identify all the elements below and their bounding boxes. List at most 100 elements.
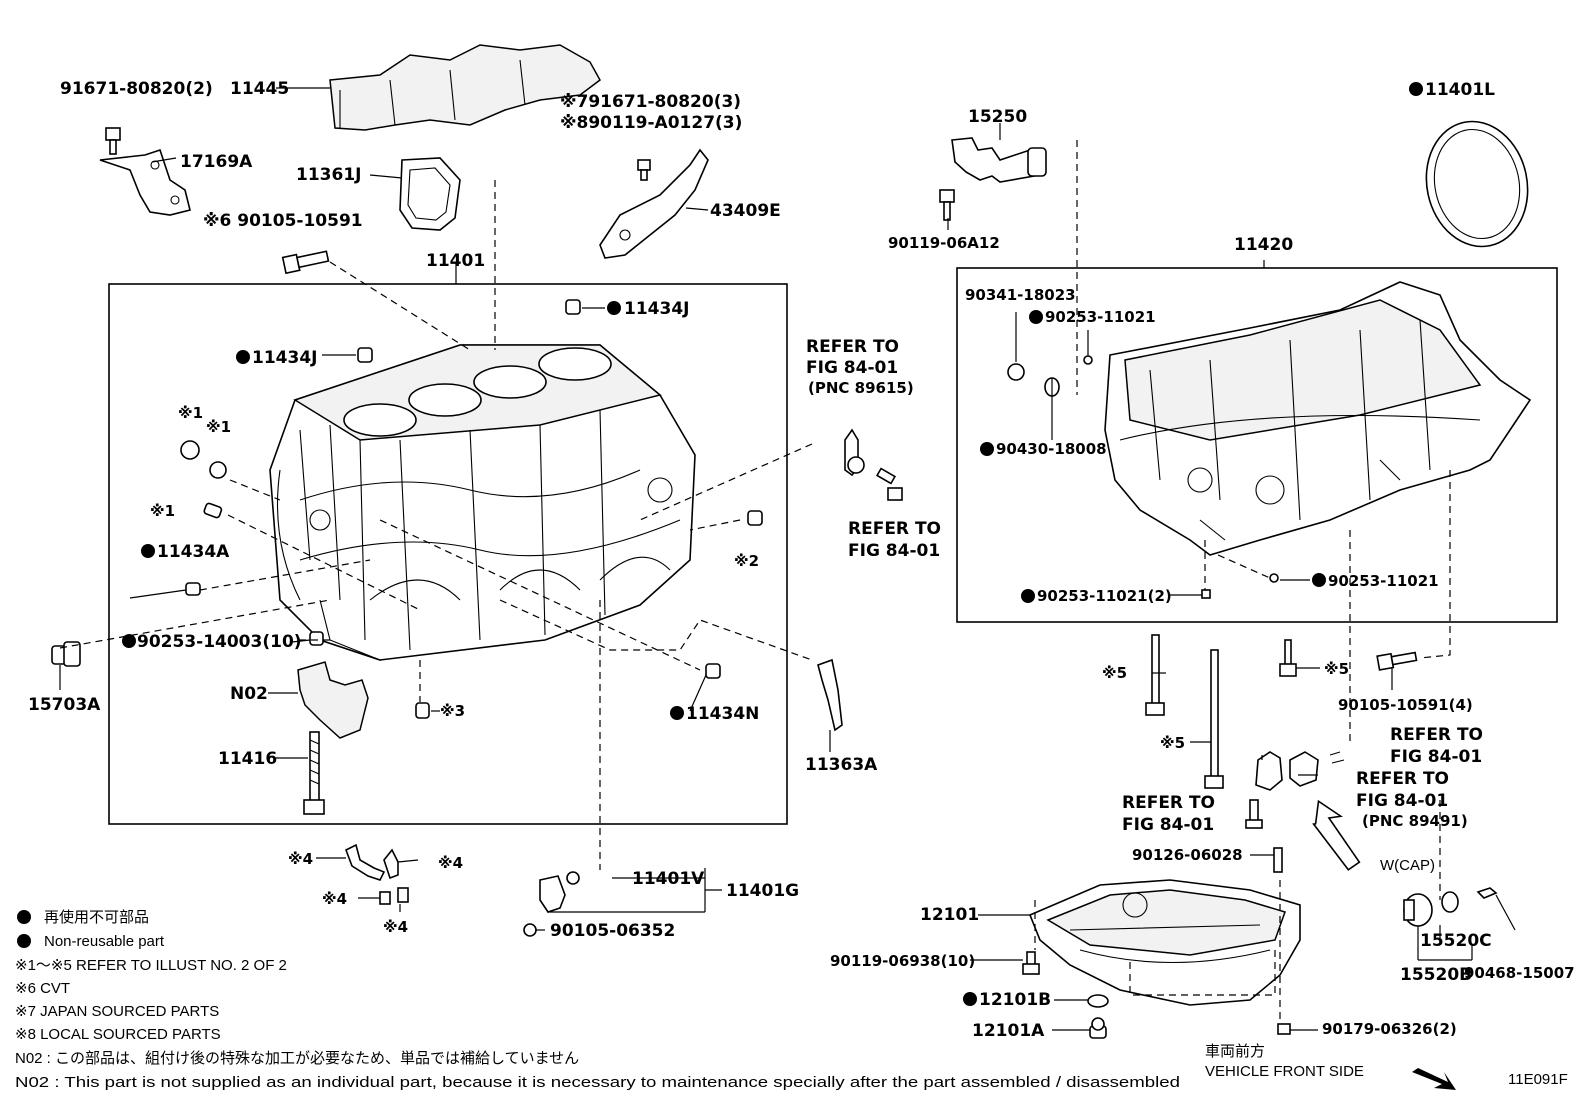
dashed-reference-lines [59,140,1451,1022]
plug-90341-18023-drawing [1007,363,1025,381]
label-90468-15007: 90468-15007 [1464,964,1575,982]
label-vehicle-front-en: VEHICLE FRONT SIDE [1205,1063,1364,1080]
label-90105-06352: 90105-06352 [550,921,675,941]
bolt-90105-10591-4-drawing [1376,651,1418,671]
label-s5-c: ※5 [1160,734,1185,752]
nonreusable-dot-90253-14003 [122,634,136,648]
pin-s3-drawing [415,702,430,719]
label-ref2-line1: REFER TO [848,519,941,539]
legend-note-n02-en: N02 : This part is not supplied as an in… [15,1074,1180,1091]
label-90430-18008: 90430-18008 [996,440,1107,458]
label-90341-18023: 90341-18023 [965,286,1076,304]
pin-s1-drawing [203,502,223,519]
label-15520c: 15520C [1420,931,1492,951]
label-11434n: 11434N [686,704,759,724]
leader-lines [59,87,1516,1031]
label-n02: N02 [230,684,268,704]
pin-90253-14003-drawing [309,631,324,646]
label-11363a: 11363A [805,755,878,775]
ball-90253-11021-a-drawing [1083,355,1093,365]
bracket-43409e-drawing [599,148,709,259]
label-11420: 11420 [1234,235,1293,255]
label-vehicle-front-jp: 車両前方 [1205,1043,1265,1060]
label-90126-06028: 90126-06028 [1132,846,1243,864]
label-s7-91671: ※791671-80820(3) [560,92,741,112]
label-ref1-line3: (PNC 89615) [808,379,914,397]
label-ref5-line2: FIG 84-01 [1122,815,1214,835]
label-12101b: 12101B [979,990,1051,1010]
ocv-15250-drawing [951,137,1047,183]
lower-crankcase-11420-drawing [1104,281,1532,556]
label-11416: 11416 [218,749,277,769]
legend-nonreusable-en: Non-reusable part [44,933,165,950]
part-labels: 91671-80820(2) 11445 17169A 11361J ※7916… [28,79,1575,1088]
pin-11434n-drawing [705,663,721,679]
label-s4-c: ※4 [322,890,347,908]
label-s1-b: ※1 [206,418,231,436]
legend-note-s6: ※6 CVT [15,980,70,997]
gasket-11363a-drawing [817,658,843,732]
legend-note-n02-jp: N02 : この部品は、組付け後の特殊な加工が必要なため、単品では補給していませ… [15,1050,579,1067]
nonreusable-dot-11434j-top [607,301,621,315]
label-90253-11021-b: 90253-11021 [1328,572,1439,590]
bolt-ref-fig-84-01-drawing [1245,799,1263,829]
nonreusable-dot-12101b [963,992,977,1006]
bolt-s5-b-drawing [1204,649,1224,789]
label-ref3-line1: REFER TO [1390,725,1483,745]
label-15250: 15250 [968,107,1027,127]
label-11401v: 11401V [632,869,705,889]
sensor-pnc89615-drawing [844,428,903,501]
cylinder-block-group-box [108,283,788,825]
label-11434a: 11434A [157,542,230,562]
nonreusable-dot-90253-11021-a [1029,310,1043,324]
legend-note-s7: ※7 JAPAN SOURCED PARTS [15,1003,219,1020]
bracket-17169a-drawing [99,148,191,216]
label-90253-11021-2: 90253-11021(2) [1037,587,1172,605]
label-figure-code: 11E091F [1508,1071,1568,1088]
sensor-pnc89491-drawing [1255,751,1319,791]
stud-90126-06028-drawing [1273,847,1283,873]
label-s6-90105: ※6 90105-10591 [203,211,363,231]
bearing-cap-n02-drawing [297,661,369,739]
legend-dot-en [17,934,31,948]
ball-90253-11021-b-drawing [1269,573,1279,583]
label-12101: 12101 [920,905,979,925]
bolt-s5-c-drawing [1279,639,1297,677]
ball-90253-11021-2-drawing [1201,589,1211,599]
label-ref3-line2: FIG 84-01 [1390,747,1482,767]
label-91671-80820-2: 91671-80820(2) [60,79,213,99]
label-ref5-line1: REFER TO [1122,793,1215,813]
label-ref1-line1: REFER TO [806,337,899,357]
bolt-11416-drawing [303,731,325,815]
legend-dot-jp [17,910,31,924]
label-ref4-line2: FIG 84-01 [1356,791,1448,811]
label-15703a: 15703A [28,695,101,715]
label-90253-14003: 90253-14003(10) [137,632,302,652]
label-11401: 11401 [426,251,485,271]
label-s4-a: ※4 [288,850,313,868]
label-ref1-line2: FIG 84-01 [806,358,898,378]
label-ref4-line1: REFER TO [1356,769,1449,789]
label-11434j-top: 11434J [624,299,689,319]
label-s2: ※2 [734,552,759,570]
pin-11434a-drawing [185,582,201,596]
oil-filler-cap-15520c-drawing [1403,893,1433,927]
clip-90468-15007-drawing [1476,887,1498,899]
nonreusable-dot-90253-11021-b [1312,573,1326,587]
label-11401g: 11401G [726,881,799,901]
oil-pan-upper-group-box [956,267,1558,623]
legend-notes: 再使用不可部品 Non-reusable part ※1～※5 REFER TO… [15,909,1180,1091]
sensor-11401v-drawing [523,871,580,937]
legend-nonreusable-jp: 再使用不可部品 [44,909,149,926]
nonreusable-dot-11434a [141,544,155,558]
label-11361j: 11361J [296,165,361,185]
pin-s2-drawing [747,510,763,526]
label-s3: ※3 [440,702,465,720]
bolt-90119-06938-drawing [1022,951,1040,975]
nonreusable-dot-11434n [670,706,684,720]
label-90105-10591-4: 90105-10591(4) [1338,696,1473,714]
label-ref2-line2: FIG 84-01 [848,541,940,561]
clip-ref-drawing [1329,751,1345,764]
legend-note-s8: ※8 LOCAL SOURCED PARTS [15,1026,221,1043]
